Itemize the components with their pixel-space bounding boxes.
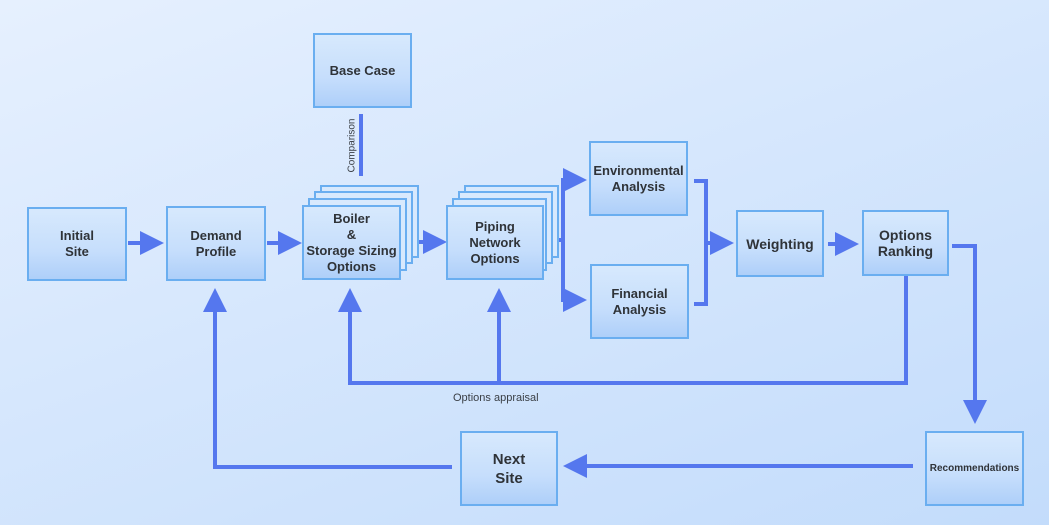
node-label: Options Ranking [877,227,934,259]
node-label: Recommendations [929,462,1020,474]
edge-ranking-to-recommendations [952,244,987,424]
node-recommendations[interactable]: Recommendations [925,431,1024,506]
node-label: Boiler & Storage Sizing Options [306,210,397,274]
node-label: Demand Profile [190,227,242,259]
node-label: Initial Site [60,228,94,259]
node-label: Environmental Analysis [593,162,684,194]
node-label: Base Case [329,62,396,78]
node-financial-analysis[interactable]: Financial Analysis [590,264,689,339]
node-demand-profile[interactable]: Demand Profile [166,206,266,281]
node-weighting[interactable]: Weighting [736,210,824,277]
node-piping-network-options[interactable]: Piping Network Options [446,205,544,280]
node-label: Weighting [746,235,814,252]
node-boiler-storage-options[interactable]: Boiler & Storage Sizing Options [302,205,401,280]
node-label: Next Site [492,450,526,487]
node-environmental-analysis[interactable]: Environmental Analysis [589,141,688,216]
edge-next-to-demand [203,288,452,469]
edge-label-comparison: Comparison [346,118,358,173]
node-base-case[interactable]: Base Case [313,33,412,108]
edge-label-options-appraisal: Options appraisal [453,392,539,404]
edge-options-appraisal [338,275,908,385]
node-initial-site[interactable]: Initial Site [27,207,127,281]
edge-to-financial [561,240,587,312]
node-next-site[interactable]: Next Site [460,431,558,506]
node-label: Piping Network Options [469,218,521,266]
node-options-ranking[interactable]: Options Ranking [862,210,949,276]
edge-analysis-bracket [694,179,708,306]
node-label: Financial Analysis [611,285,668,317]
